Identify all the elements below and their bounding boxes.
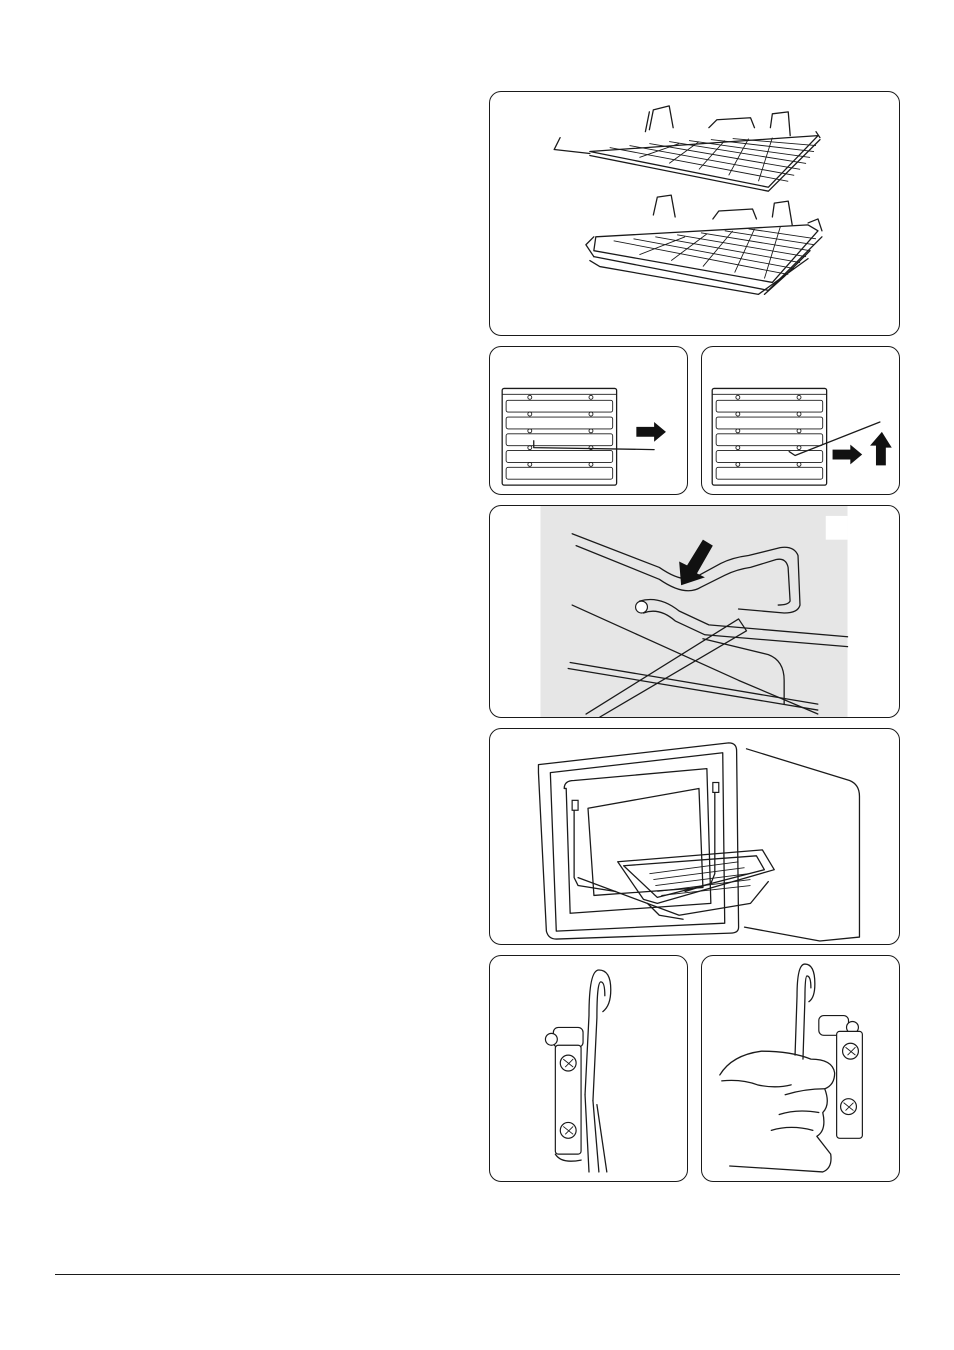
shelves-figure <box>489 91 900 336</box>
grill-pan-in-oven-figure <box>489 728 900 945</box>
shelf-stop-illustration <box>490 506 899 717</box>
side-rack-lift-illustration <box>702 347 899 494</box>
footer-rule <box>55 1274 900 1275</box>
side-rack-pull-illustration <box>490 347 687 494</box>
oven-grill-pan-illustration <box>490 729 899 944</box>
oven-shelves-illustration <box>490 92 899 335</box>
arrow-right-icon <box>833 445 863 465</box>
upper-shelf <box>554 106 820 191</box>
shelf-stop-detail-figure <box>489 505 900 718</box>
hook-bracket-illustration <box>490 956 687 1181</box>
side-rack-removal-2-figure <box>701 346 900 495</box>
hook-bracket-hand-figure <box>701 955 900 1182</box>
arrow-right-icon <box>636 422 666 442</box>
hook-bracket-hand-illustration <box>702 956 899 1181</box>
hook-bracket-figure <box>489 955 688 1182</box>
arrow-up-icon <box>870 432 892 466</box>
side-rack-removal-1-figure <box>489 346 688 495</box>
lower-shelf <box>586 195 822 294</box>
